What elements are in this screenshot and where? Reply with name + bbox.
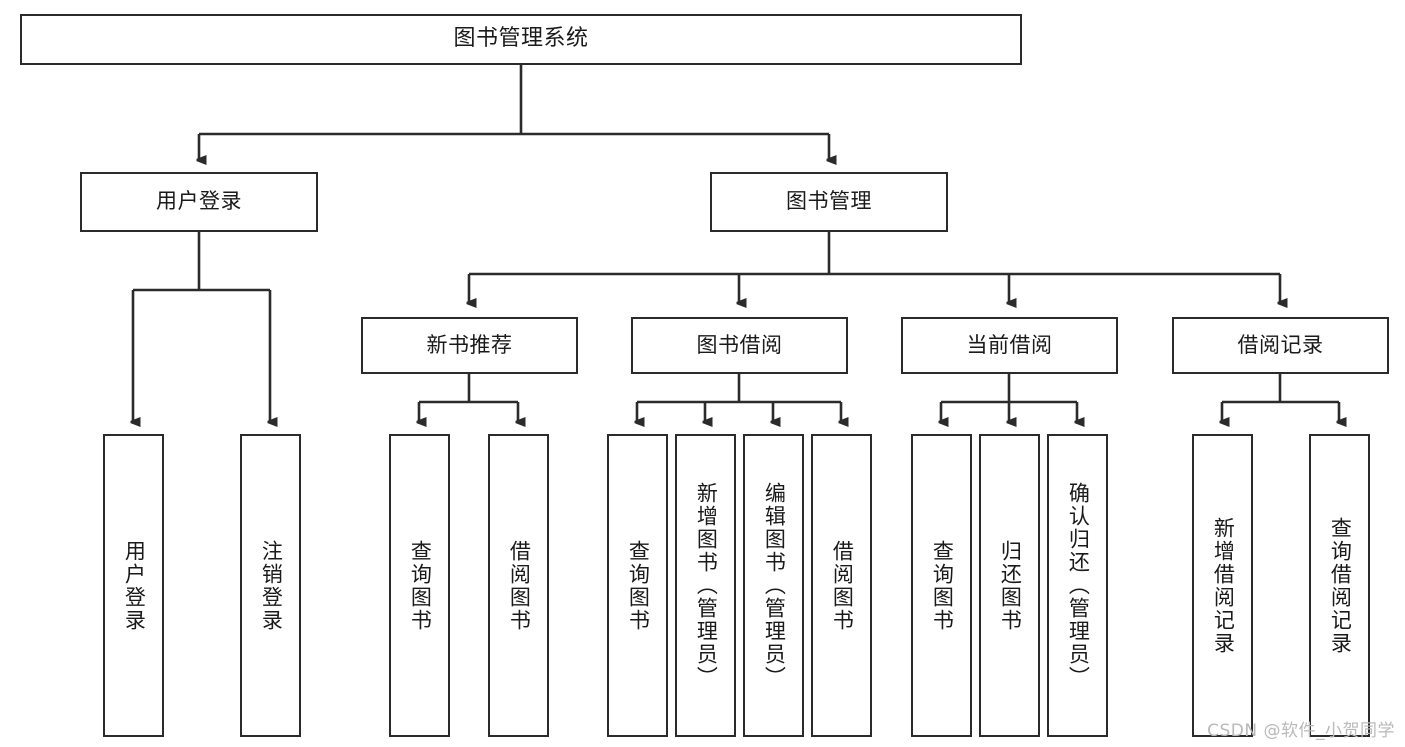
- leaf-new-book-borrow[interactable]: 借阅图书: [488, 434, 549, 737]
- node-label: 查询借阅记录: [1328, 516, 1353, 655]
- node-label: 借阅图书: [507, 539, 532, 632]
- leaf-book-borrow-borrow[interactable]: 借阅图书: [811, 434, 872, 737]
- node-label: 确认归还（管理员）: [1066, 482, 1091, 689]
- node-label: 查询图书: [626, 539, 651, 632]
- node-label: 新书推荐: [426, 332, 513, 357]
- leaf-user-login-logout[interactable]: 注销登录: [240, 434, 301, 737]
- watermark: CSDN @软件_小贺同学: [1207, 721, 1395, 741]
- leaf-current-borrow-confirm-return[interactable]: 确认归还（管理员）: [1047, 434, 1108, 737]
- node-label: 注销登录: [259, 539, 284, 632]
- node-label: 编辑图书（管理员）: [762, 482, 787, 689]
- node-label: 当前借阅: [966, 332, 1053, 357]
- node-label: 用户登录: [156, 189, 242, 214]
- leaf-book-borrow-edit[interactable]: 编辑图书（管理员）: [743, 434, 804, 737]
- leaf-user-login-login[interactable]: 用户登录: [103, 434, 164, 737]
- node-book-management[interactable]: 图书管理: [710, 172, 948, 232]
- node-user-login[interactable]: 用户登录: [80, 172, 318, 232]
- node-book-borrow[interactable]: 图书借阅: [631, 317, 848, 374]
- leaf-borrow-record-query[interactable]: 查询借阅记录: [1309, 434, 1370, 737]
- leaf-book-borrow-add[interactable]: 新增图书（管理员）: [675, 434, 736, 737]
- node-root-system[interactable]: 图书管理系统: [20, 14, 1022, 65]
- leaf-borrow-record-add[interactable]: 新增借阅记录: [1192, 434, 1253, 737]
- node-borrow-record[interactable]: 借阅记录: [1172, 317, 1389, 374]
- node-label: 新增图书（管理员）: [694, 482, 719, 689]
- leaf-new-book-query[interactable]: 查询图书: [389, 434, 450, 737]
- node-label: 借阅记录: [1237, 332, 1324, 357]
- node-label: 用户登录: [122, 539, 147, 632]
- node-label: 图书管理系统: [453, 26, 589, 52]
- node-new-book-recommendation[interactable]: 新书推荐: [361, 317, 578, 374]
- node-label: 查询图书: [930, 539, 955, 632]
- leaf-current-borrow-query[interactable]: 查询图书: [911, 434, 972, 737]
- node-label: 新增借阅记录: [1211, 516, 1236, 655]
- node-label: 查询图书: [408, 539, 433, 632]
- node-label: 图书借阅: [696, 332, 783, 357]
- node-label: 归还图书: [998, 539, 1023, 632]
- leaf-book-borrow-query[interactable]: 查询图书: [607, 434, 668, 737]
- node-current-borrow[interactable]: 当前借阅: [901, 317, 1118, 374]
- node-label: 借阅图书: [830, 539, 855, 632]
- leaf-current-borrow-return[interactable]: 归还图书: [979, 434, 1040, 737]
- node-label: 图书管理: [786, 189, 872, 214]
